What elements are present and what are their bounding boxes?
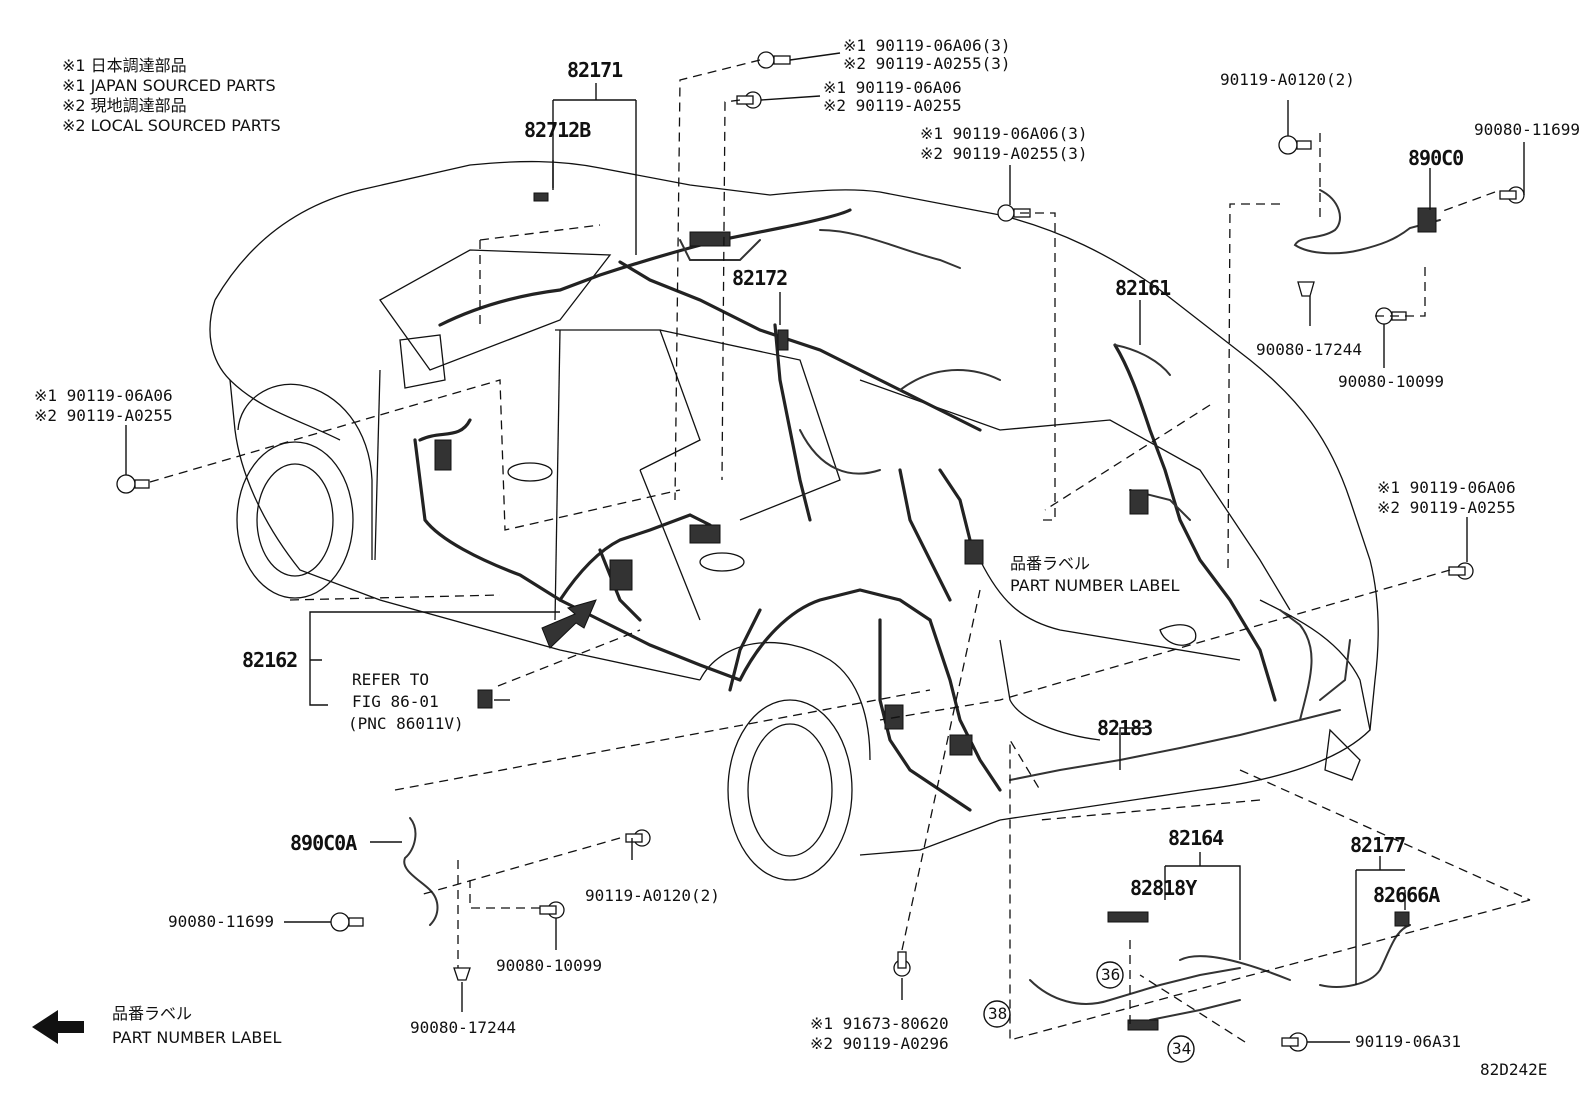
bolt-label: 90080-11699 [168, 912, 274, 931]
part-label-82183: 82183 [1097, 716, 1153, 740]
bolt-label: ※2 90119-A0255 [823, 96, 962, 115]
circled-ref-34: 34 [1172, 1039, 1192, 1058]
bolt-label: ※1 90119-06A06(3) [843, 36, 1011, 55]
part-number-label-note-en: PART NUMBER LABEL [1010, 576, 1180, 595]
leader-lines [125, 52, 1531, 1043]
connectors-and-fasteners [32, 51, 1525, 1063]
refer-note: (PNC 86011V) [348, 714, 464, 733]
bolt-label: ※2 90119-A0255 [1377, 498, 1516, 517]
part-number-label-legend-en: PART NUMBER LABEL [112, 1028, 282, 1047]
bolt-label: ※2 90119-A0296 [810, 1034, 949, 1053]
bolt-label: 90080-17244 [1256, 340, 1362, 359]
legend-line: ※2 現地調達部品 [62, 96, 187, 115]
bolt-label: 90080-17244 [410, 1018, 516, 1037]
legend-line: ※1 JAPAN SOURCED PARTS [62, 76, 276, 95]
bolt-label: 90080-10099 [1338, 372, 1444, 391]
bolt-label: ※1 90119-06A06(3) [920, 124, 1088, 143]
bolt-label: ※1 90119-06A06 [1377, 478, 1516, 497]
bolt-label: ※1 90119-06A06 [823, 78, 962, 97]
part-label-890c0a: 890C0A [290, 831, 357, 855]
legend-line: ※1 日本調達部品 [62, 56, 187, 75]
part-label-82162: 82162 [242, 648, 298, 672]
bolt-label: ※2 90119-A0255 [34, 406, 173, 425]
bolt-label: ※2 90119-A0255(3) [920, 144, 1088, 163]
legend: ※1 日本調達部品 ※1 JAPAN SOURCED PARTS ※2 現地調達… [62, 56, 281, 136]
refer-note: REFER TO [352, 670, 430, 689]
part-label-890c0: 890C0 [1408, 146, 1464, 170]
bolt-label: 90080-11699 [1474, 120, 1580, 139]
legend-line: ※2 LOCAL SOURCED PARTS [62, 116, 281, 135]
part-label-82161: 82161 [1115, 276, 1171, 300]
refer-note: FIG 86-01 [352, 692, 439, 711]
vehicle-body-outline [209, 160, 1379, 881]
bolt-label: 90119-A0120(2) [1220, 70, 1355, 89]
part-number-label-note-jp: 品番ラベル [1010, 554, 1091, 573]
part-label-82177: 82177 [1350, 833, 1406, 857]
bolt-label: 90080-10099 [496, 956, 602, 975]
bolt-label: ※1 91673-80620 [810, 1014, 949, 1033]
circled-ref-36: 36 [1101, 965, 1121, 984]
part-label-82172: 82172 [732, 266, 788, 290]
bolt-label: ※1 90119-06A06 [34, 386, 173, 405]
part-label-82818y: 82818Y [1130, 876, 1197, 900]
wire-harnesses [403, 189, 1441, 1021]
part-label-82164: 82164 [1168, 826, 1224, 850]
part-number-label-legend-jp: 品番ラベル [112, 1004, 193, 1023]
bolt-label: 90119-A0120(2) [585, 886, 720, 905]
part-label-82712b: 82712B [524, 118, 591, 142]
circled-ref-38: 38 [988, 1004, 1008, 1023]
figure-code: 82D242E [1480, 1060, 1548, 1079]
part-label-82666a: 82666A [1373, 883, 1440, 907]
bolt-label: 90119-06A31 [1355, 1032, 1461, 1051]
part-label-82171: 82171 [567, 58, 623, 82]
bolt-label: ※2 90119-A0255(3) [843, 54, 1011, 73]
